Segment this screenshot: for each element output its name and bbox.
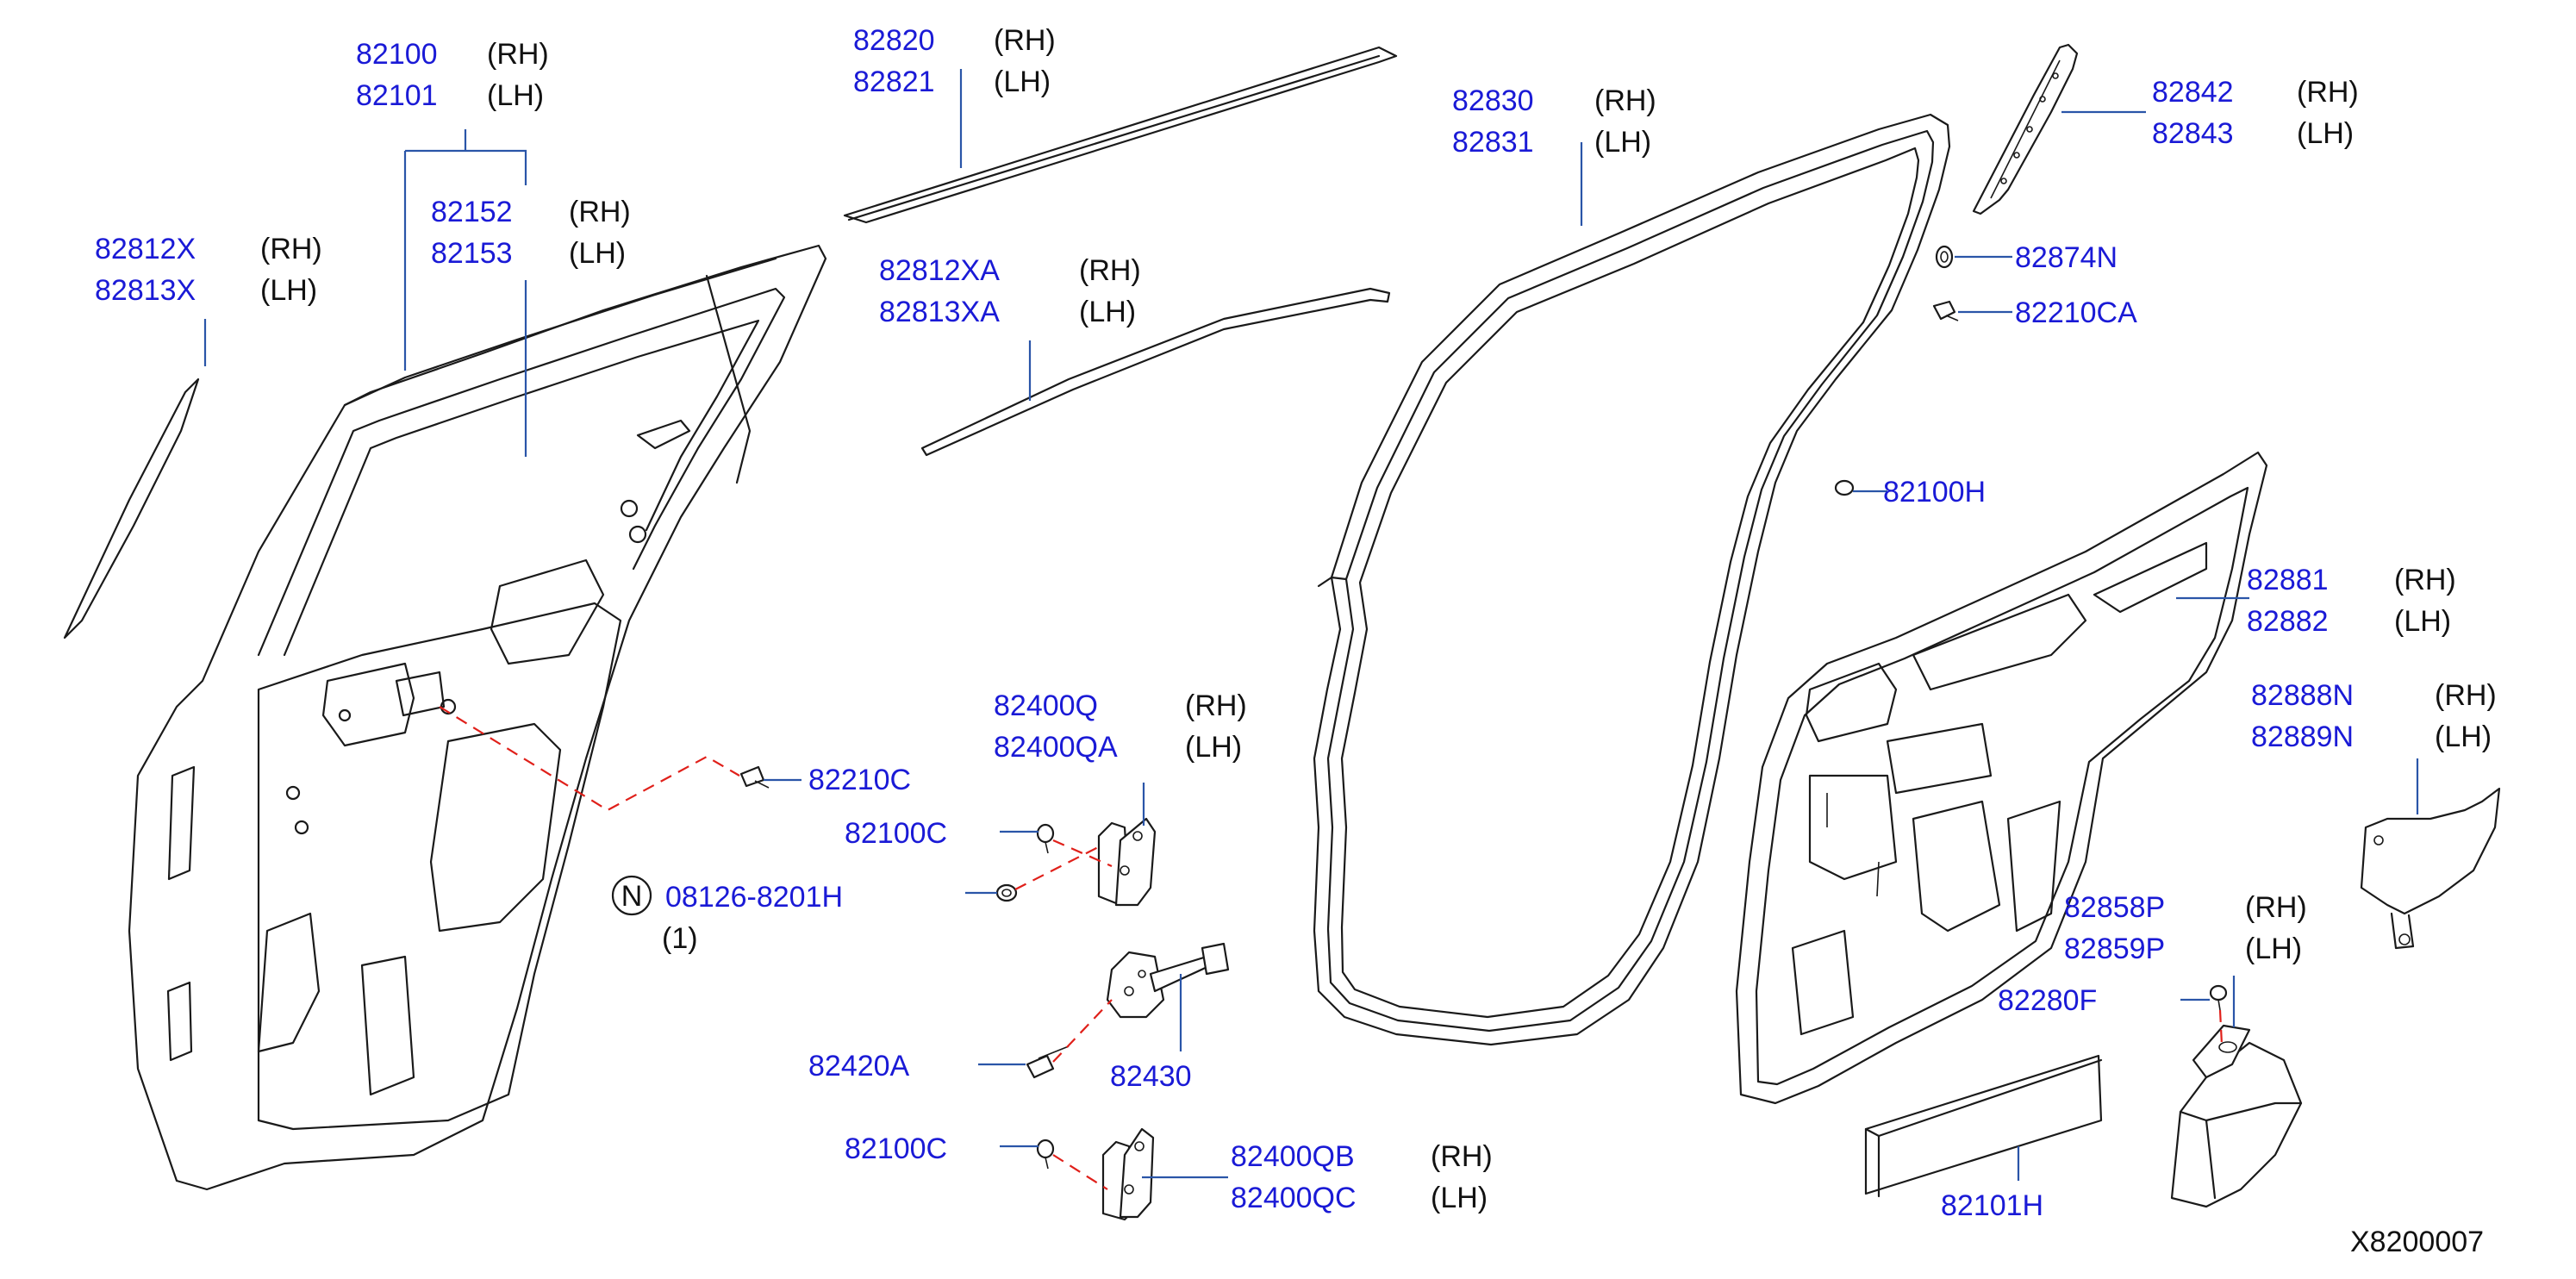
label-82100c-lower: 82100C xyxy=(845,1132,947,1165)
waist-moulding-outer-part xyxy=(843,46,1398,224)
screw-part-82210c xyxy=(739,765,770,789)
installation-dashed-lines xyxy=(439,706,2224,1190)
label-82400qa: 82400QA xyxy=(994,731,1118,764)
label-82812xa-side: (RH) xyxy=(1079,254,1141,287)
label-82842: 82842 xyxy=(2152,76,2234,109)
label-82813xa-side: (LH) xyxy=(1079,296,1136,328)
upper-hinge-part xyxy=(1097,817,1157,907)
label-82101h: 82101H xyxy=(1941,1189,2043,1222)
label-82101: 82101 xyxy=(356,79,438,112)
sealing-screen-part xyxy=(2360,787,2501,950)
pull-handle-bracket-part xyxy=(2170,1024,2303,1208)
label-82280f: 82280F xyxy=(1998,984,2097,1017)
part-number-labels: 82100 (RH) 82101 (LH) 82152 (RH) 82153 (… xyxy=(95,24,2497,1258)
label-82400q: 82400Q xyxy=(994,689,1098,722)
label-82813x-side: (LH) xyxy=(260,274,317,307)
label-82430: 82430 xyxy=(1110,1060,1192,1093)
nut-part xyxy=(995,883,1018,902)
label-82400q-side: (RH) xyxy=(1185,689,1247,722)
door-shell-part xyxy=(128,244,827,1191)
label-82210c: 82210C xyxy=(808,764,911,796)
label-82859p: 82859P xyxy=(2064,933,2165,965)
label-82858p-side: (RH) xyxy=(2245,891,2307,924)
label-82843: 82843 xyxy=(2152,117,2234,150)
label-82889n: 82889N xyxy=(2251,721,2354,753)
lower-hinge-part xyxy=(1101,1127,1155,1221)
pad-part xyxy=(1864,1054,2103,1198)
label-82400qc-side: (LH) xyxy=(1431,1182,1488,1214)
label-82153-side: (LH) xyxy=(569,237,626,270)
label-82881: 82881 xyxy=(2247,564,2329,596)
label-82888n-side: (RH) xyxy=(2435,679,2497,712)
label-82420a: 82420A xyxy=(808,1050,910,1082)
bolt-part-lower xyxy=(1036,1139,1055,1170)
label-82830-side: (RH) xyxy=(1594,84,1656,117)
label-82888n: 82888N xyxy=(2251,679,2354,712)
label-82858p: 82858P xyxy=(2064,891,2165,924)
label-82812xa: 82812XA xyxy=(879,254,1000,287)
clip-part xyxy=(1935,245,1954,269)
label-82830: 82830 xyxy=(1452,84,1534,117)
label-82812x-side: (RH) xyxy=(260,233,322,265)
label-82152-side: (RH) xyxy=(569,196,631,228)
label-82821-side: (LH) xyxy=(994,66,1051,98)
label-82100h: 82100H xyxy=(1883,476,1986,508)
label-82400qa-side: (LH) xyxy=(1185,731,1242,764)
clip-part-small xyxy=(1834,479,1855,496)
label-82831-side: (LH) xyxy=(1594,126,1651,159)
bolt-part-upper xyxy=(1036,823,1055,854)
screw-part xyxy=(1932,300,1959,321)
leader-lines xyxy=(203,69,2419,1181)
door-check-link-part xyxy=(1106,942,1230,1019)
door-outer-garnish-part xyxy=(1972,43,2079,215)
label-82843-side: (LH) xyxy=(2297,117,2354,150)
label-82889n-side: (LH) xyxy=(2435,721,2492,753)
label-82100-side: (RH) xyxy=(487,38,549,71)
drawing-number: X8200007 xyxy=(2350,1226,2484,1258)
label-82820-side: (RH) xyxy=(994,24,1056,57)
sash-moulding-part xyxy=(920,287,1391,457)
label-82100c-upper: 82100C xyxy=(845,817,947,850)
label-82153: 82153 xyxy=(431,237,513,270)
label-08126-8201h: 08126-8201H xyxy=(665,881,843,914)
screw-part-82280f xyxy=(2209,984,2228,1011)
label-82874n: 82874N xyxy=(2015,241,2118,274)
label-82101-side: (LH) xyxy=(487,79,544,112)
label-82813xa: 82813XA xyxy=(879,296,1000,328)
label-82882-side: (LH) xyxy=(2394,605,2451,638)
label-82400qb-side: (RH) xyxy=(1431,1140,1493,1173)
door-trim-finisher-part xyxy=(1735,451,2268,1105)
door-weatherstrip-part xyxy=(1313,113,1951,1046)
label-82400qb: 82400QB xyxy=(1231,1140,1355,1173)
label-82820: 82820 xyxy=(853,24,935,57)
label-82813x: 82813X xyxy=(95,274,196,307)
label-82152: 82152 xyxy=(431,196,513,228)
sash-trim-strip-part xyxy=(63,377,200,640)
label-82859p-side: (LH) xyxy=(2245,933,2302,965)
label-82812x: 82812X xyxy=(95,233,196,265)
label-82821: 82821 xyxy=(853,66,935,98)
bolt-note-symbol: N xyxy=(621,880,643,913)
label-82881-side: (RH) xyxy=(2394,564,2456,596)
bolt-part-check xyxy=(1026,1045,1070,1079)
bolt-note-circle xyxy=(611,875,652,916)
label-82210ca: 82210CA xyxy=(2015,296,2137,329)
label-82400qc: 82400QC xyxy=(1231,1182,1357,1214)
label-82882: 82882 xyxy=(2247,605,2329,638)
label-82831: 82831 xyxy=(1452,126,1534,159)
label-82100: 82100 xyxy=(356,38,438,71)
bolt-note-quantity: (1) xyxy=(662,922,698,955)
label-82842-side: (RH) xyxy=(2297,76,2359,109)
